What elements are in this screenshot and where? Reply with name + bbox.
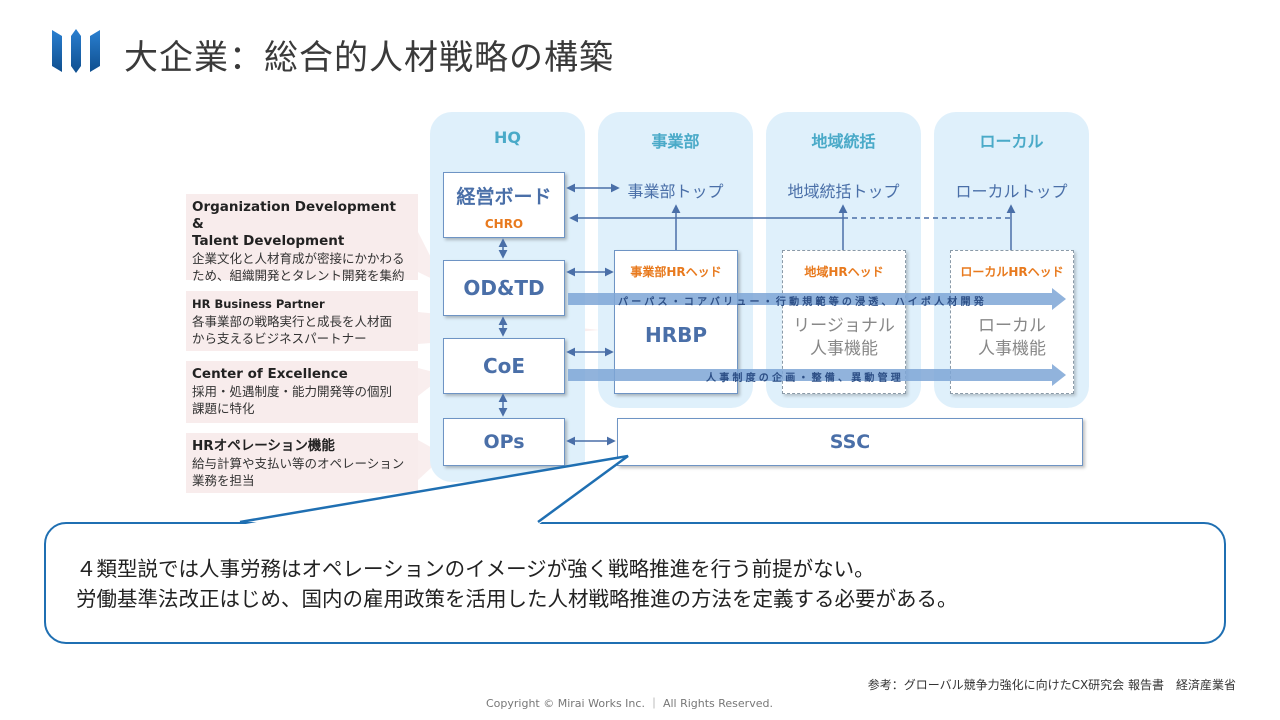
local-hr-box: ローカルHRヘッド ローカル 人事機能 [950, 250, 1074, 394]
description-ops: HRオペレーション機能 給与計算や支払い等のオペレーション 業務を担当 [186, 433, 418, 493]
regional-hr-head: 地域HRヘッド [804, 265, 884, 279]
description-body: 各事業部の戦略実行と成長を人材面 [192, 314, 393, 329]
regional-top-label: 地域統括トップ [787, 182, 900, 201]
description-title: Center of Excellence [192, 366, 348, 382]
description-coe: Center of Excellence 採用・処遇制度・能力開発等の個別 課題… [186, 361, 418, 423]
local-hr-head: ローカルHRヘッド [960, 265, 1064, 279]
column-header-hq: HQ [494, 128, 521, 147]
band-text-bottom: 人事制度の企画・整備、異動管理 [706, 373, 904, 384]
band-text-top: パーパス・コアバリュー・行動規範等の浸透、ハイポ人材開発 [618, 297, 987, 308]
odtd-label: OD&TD [463, 276, 545, 300]
odtd-box: OD&TD [443, 260, 565, 316]
ops-box: OPs [443, 418, 565, 466]
description-body: 採用・処遇制度・能力開発等の個別 [192, 384, 393, 399]
description-body: から支えるビジネスパートナー [192, 331, 367, 346]
description-body: 企業文化と人材育成が密接にかかわる [192, 251, 405, 266]
column-header-regional: 地域統括 [811, 132, 876, 151]
regional-function: リージョナル 人事機能 [783, 315, 905, 361]
coe-label: CoE [482, 354, 526, 378]
description-body: 業務を担当 [192, 473, 255, 488]
callout-line: 労働基準法改正はじめ、国内の雇用政策を活用した人材戦略推進の方法を定義する必要が… [76, 587, 958, 611]
copyright: Copyright © Mirai Works Inc. ｜ All Right… [486, 697, 773, 710]
description-body: 給与計算や支払い等のオペレーション [192, 456, 405, 471]
local-top-label: ローカルトップ [955, 182, 1068, 201]
description-title: Talent Development [192, 233, 345, 249]
regional-function-line: リージョナル [793, 316, 895, 336]
chro-label: CHRO [484, 216, 524, 231]
local-function-line: 人事機能 [978, 339, 1046, 359]
ssc-label: SSC [829, 431, 871, 453]
hrbp-label: HRBP [644, 323, 708, 347]
local-function: ローカル 人事機能 [951, 315, 1073, 361]
company-logo [52, 29, 100, 73]
board-box: 経営ボード CHRO [443, 172, 565, 238]
description-odtd: Organization Development & Talent Develo… [186, 194, 418, 283]
coe-box: CoE [443, 338, 565, 394]
business-top-label: 事業部トップ [627, 182, 724, 201]
reference-note: 参考：グローバル競争力強化に向けたCX研究会 報告書 経済産業省 [867, 678, 1236, 692]
ssc-box: SSC [617, 418, 1083, 466]
board-label: 経営ボード [456, 185, 552, 208]
callout-line: ４類型説では人事労務はオペレーションのイメージが強く戦略推進を行う前提がない。 [76, 557, 875, 581]
description-body: 課題に特化 [192, 401, 255, 416]
local-function-line: ローカル [978, 316, 1046, 336]
description-title: HRオペレーション機能 [192, 438, 335, 454]
description-hrbp: HR Business Partner 各事業部の戦略実行と成長を人材面 から支… [186, 291, 418, 351]
description-title: Organization Development & [192, 199, 396, 232]
column-header-business: 事業部 [651, 132, 700, 151]
ops-label: OPs [483, 431, 525, 453]
description-title: HR Business Partner [192, 297, 325, 311]
column-header-local: ローカル [979, 132, 1044, 151]
page-title: 大企業：総合的人材戦略の構築 [124, 38, 614, 78]
callout-text: ４類型説では人事労務はオペレーションのイメージが強く戦略推進を行う前提がない。 … [76, 554, 958, 614]
business-hr-head: 事業部HRヘッド [630, 265, 722, 279]
description-body: ため、組織開発とタレント開発を集約 [192, 268, 405, 283]
callout-box: ４類型説では人事労務はオペレーションのイメージが強く戦略推進を行う前提がない。 … [44, 522, 1226, 644]
regional-function-line: 人事機能 [810, 339, 878, 359]
